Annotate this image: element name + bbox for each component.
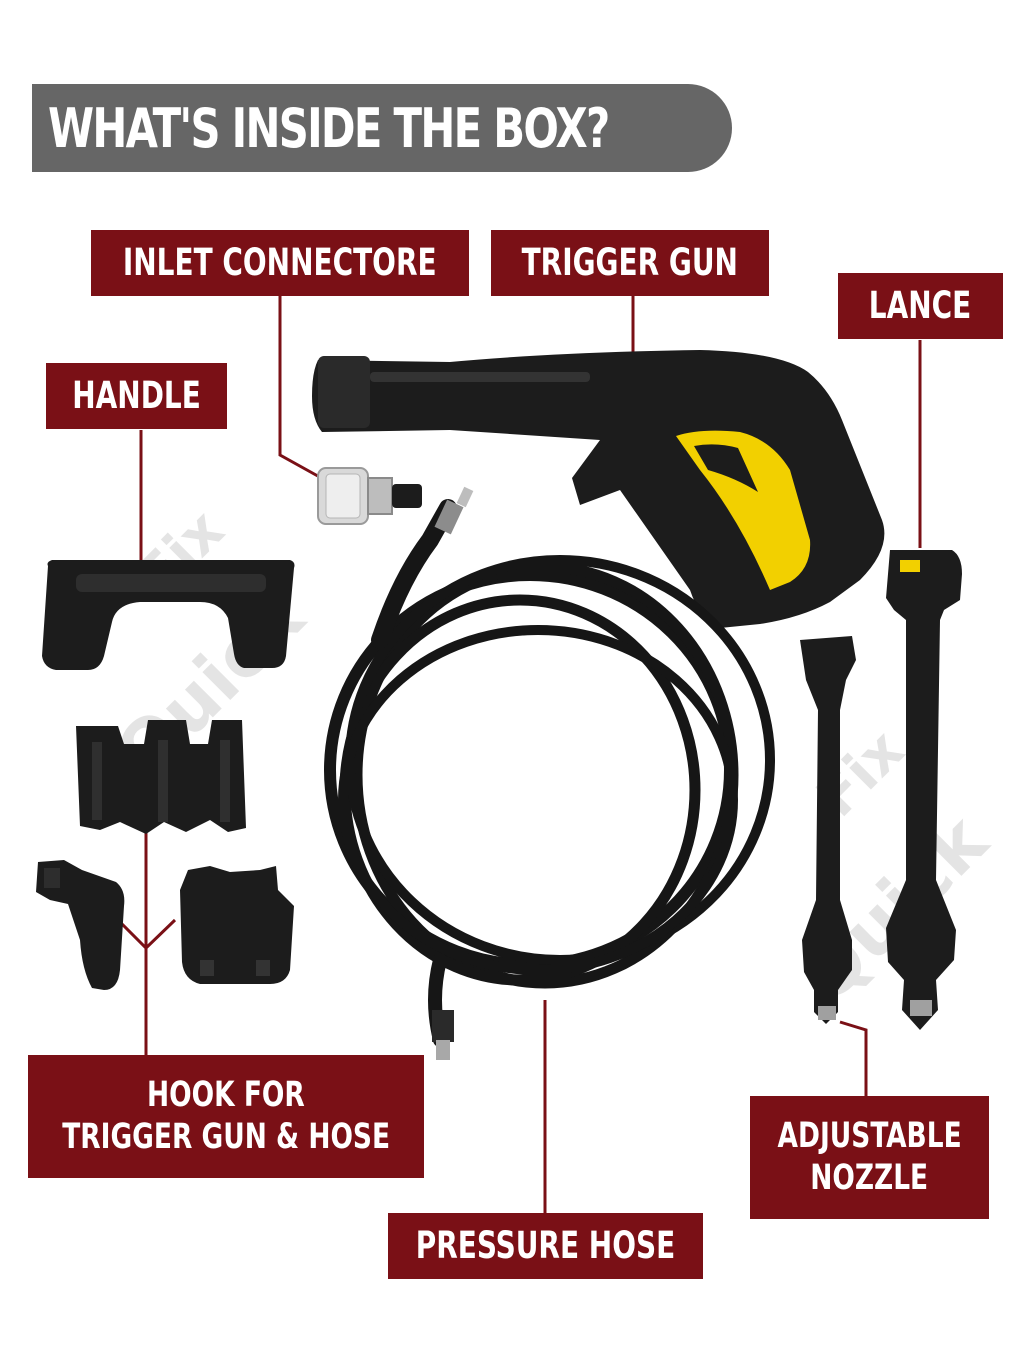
hook-block-image	[76, 720, 246, 834]
hook-small-right-image	[180, 866, 294, 984]
label-inlet-connector: INLET CONNECTORE	[91, 230, 469, 296]
leader-inlet	[278, 296, 326, 482]
label-pressure-hose-text: PRESSURE HOSE	[415, 1224, 676, 1268]
label-trigger-gun-text: TRIGGER GUN	[521, 241, 739, 285]
label-inlet-text: INLET CONNECTORE	[123, 241, 437, 285]
hook-small-left-image	[36, 860, 125, 990]
label-hook-line1: HOOK FOR	[147, 1075, 305, 1116]
label-trigger-gun: TRIGGER GUN	[491, 230, 769, 296]
label-adjustable-line1: ADJUSTABLE	[777, 1116, 962, 1157]
page-title: WHAT'S INSIDE THE BOX?	[48, 96, 610, 160]
pressure-hose-image	[324, 499, 775, 1047]
inlet-connector-image	[317, 467, 422, 525]
label-hook-line2: TRIGGER GUN & HOSE	[62, 1116, 390, 1157]
label-adjustable-line2: NOZZLE	[810, 1157, 929, 1198]
label-handle: HANDLE	[46, 363, 227, 429]
header-banner: WHAT'S INSIDE THE BOX?	[32, 84, 732, 172]
label-pressure-hose: PRESSURE HOSE	[388, 1213, 703, 1279]
trigger-gun-image	[312, 350, 885, 628]
label-lance: LANCE	[838, 273, 1003, 339]
leader-hook-branch	[116, 918, 177, 951]
handle-image	[42, 560, 295, 670]
label-handle-text: HANDLE	[72, 374, 201, 418]
label-lance-text: LANCE	[869, 284, 972, 328]
label-hook: HOOK FOR TRIGGER GUN & HOSE	[28, 1055, 424, 1178]
adjustable-nozzle-image	[800, 636, 856, 1024]
lance-image	[886, 550, 962, 1030]
leader-nozzle	[839, 1020, 868, 1096]
label-adjustable-nozzle: ADJUSTABLE NOZZLE	[750, 1096, 989, 1219]
hose-fittings	[432, 486, 474, 1060]
